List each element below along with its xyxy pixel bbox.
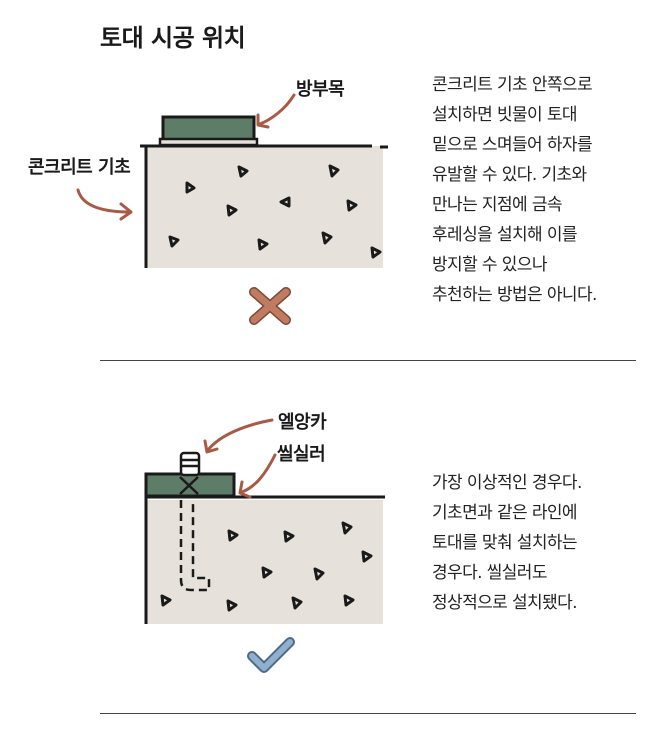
arrow-concrete-foundation xyxy=(76,188,132,214)
description-line: 토대를 맞춰 설치하는 xyxy=(432,533,578,553)
aggregate-triangles xyxy=(168,164,382,259)
diagram-ideal-position xyxy=(144,418,385,673)
check-mark-icon xyxy=(247,637,295,673)
description-line: 콘크리트 기초 안쪽으로 xyxy=(432,75,593,95)
description-line: 유발할 수 있다. 기초와 xyxy=(432,165,587,185)
label-bangbumok: 방부목 xyxy=(296,79,345,100)
arrow-sill-sealer xyxy=(240,453,277,494)
section-divider xyxy=(100,360,636,361)
concrete-foundation-block xyxy=(146,146,383,268)
description-line: 추천하는 방법은 아니다. xyxy=(432,285,597,305)
description-line: 방지할 수 있으나 xyxy=(432,255,547,275)
description-ideal: 가장 이상적인 경우다. 기초면과 같은 라인에 토대를 맞춰 설치하는 경우다… xyxy=(432,468,582,618)
x-mark-icon xyxy=(249,287,291,325)
description-line: 만나는 지점에 금속 xyxy=(432,195,563,215)
description-line: 설치하면 빗물이 토대 xyxy=(432,105,578,125)
label-sill-sealer: 씰실러 xyxy=(277,444,326,465)
diagram-incorrect-position xyxy=(76,93,388,325)
bangbumok-wood-sill xyxy=(161,115,256,143)
bottom-divider xyxy=(100,713,636,714)
arrow-anchor-bolt xyxy=(206,418,274,452)
description-line: 정상적으로 설치됐다. xyxy=(432,593,578,613)
label-anchor-bolt: 엘앙카 xyxy=(278,412,327,433)
description-line: 밑으로 스며들어 하자를 xyxy=(432,135,593,155)
description-line: 기초면과 같은 라인에 xyxy=(432,503,578,523)
description-incorrect: 콘크리트 기초 안쪽으로 설치하면 빗물이 토대 밑으로 스며들어 하자를 유발… xyxy=(432,70,597,310)
concrete-foundation-block-2 xyxy=(146,500,383,624)
description-line: 가장 이상적인 경우다. xyxy=(432,473,582,493)
description-line: 후레싱을 설치해 이를 xyxy=(432,225,578,245)
aggregate-triangles-2 xyxy=(160,521,373,612)
description-line: 경우다. 씰실러도 xyxy=(432,563,547,583)
arrow-bangbumok xyxy=(258,93,296,126)
label-concrete-foundation: 콘크리트 기초 xyxy=(28,157,131,178)
anchor-bolt xyxy=(179,451,211,592)
page-title: 토대 시공 위치 xyxy=(100,24,246,52)
